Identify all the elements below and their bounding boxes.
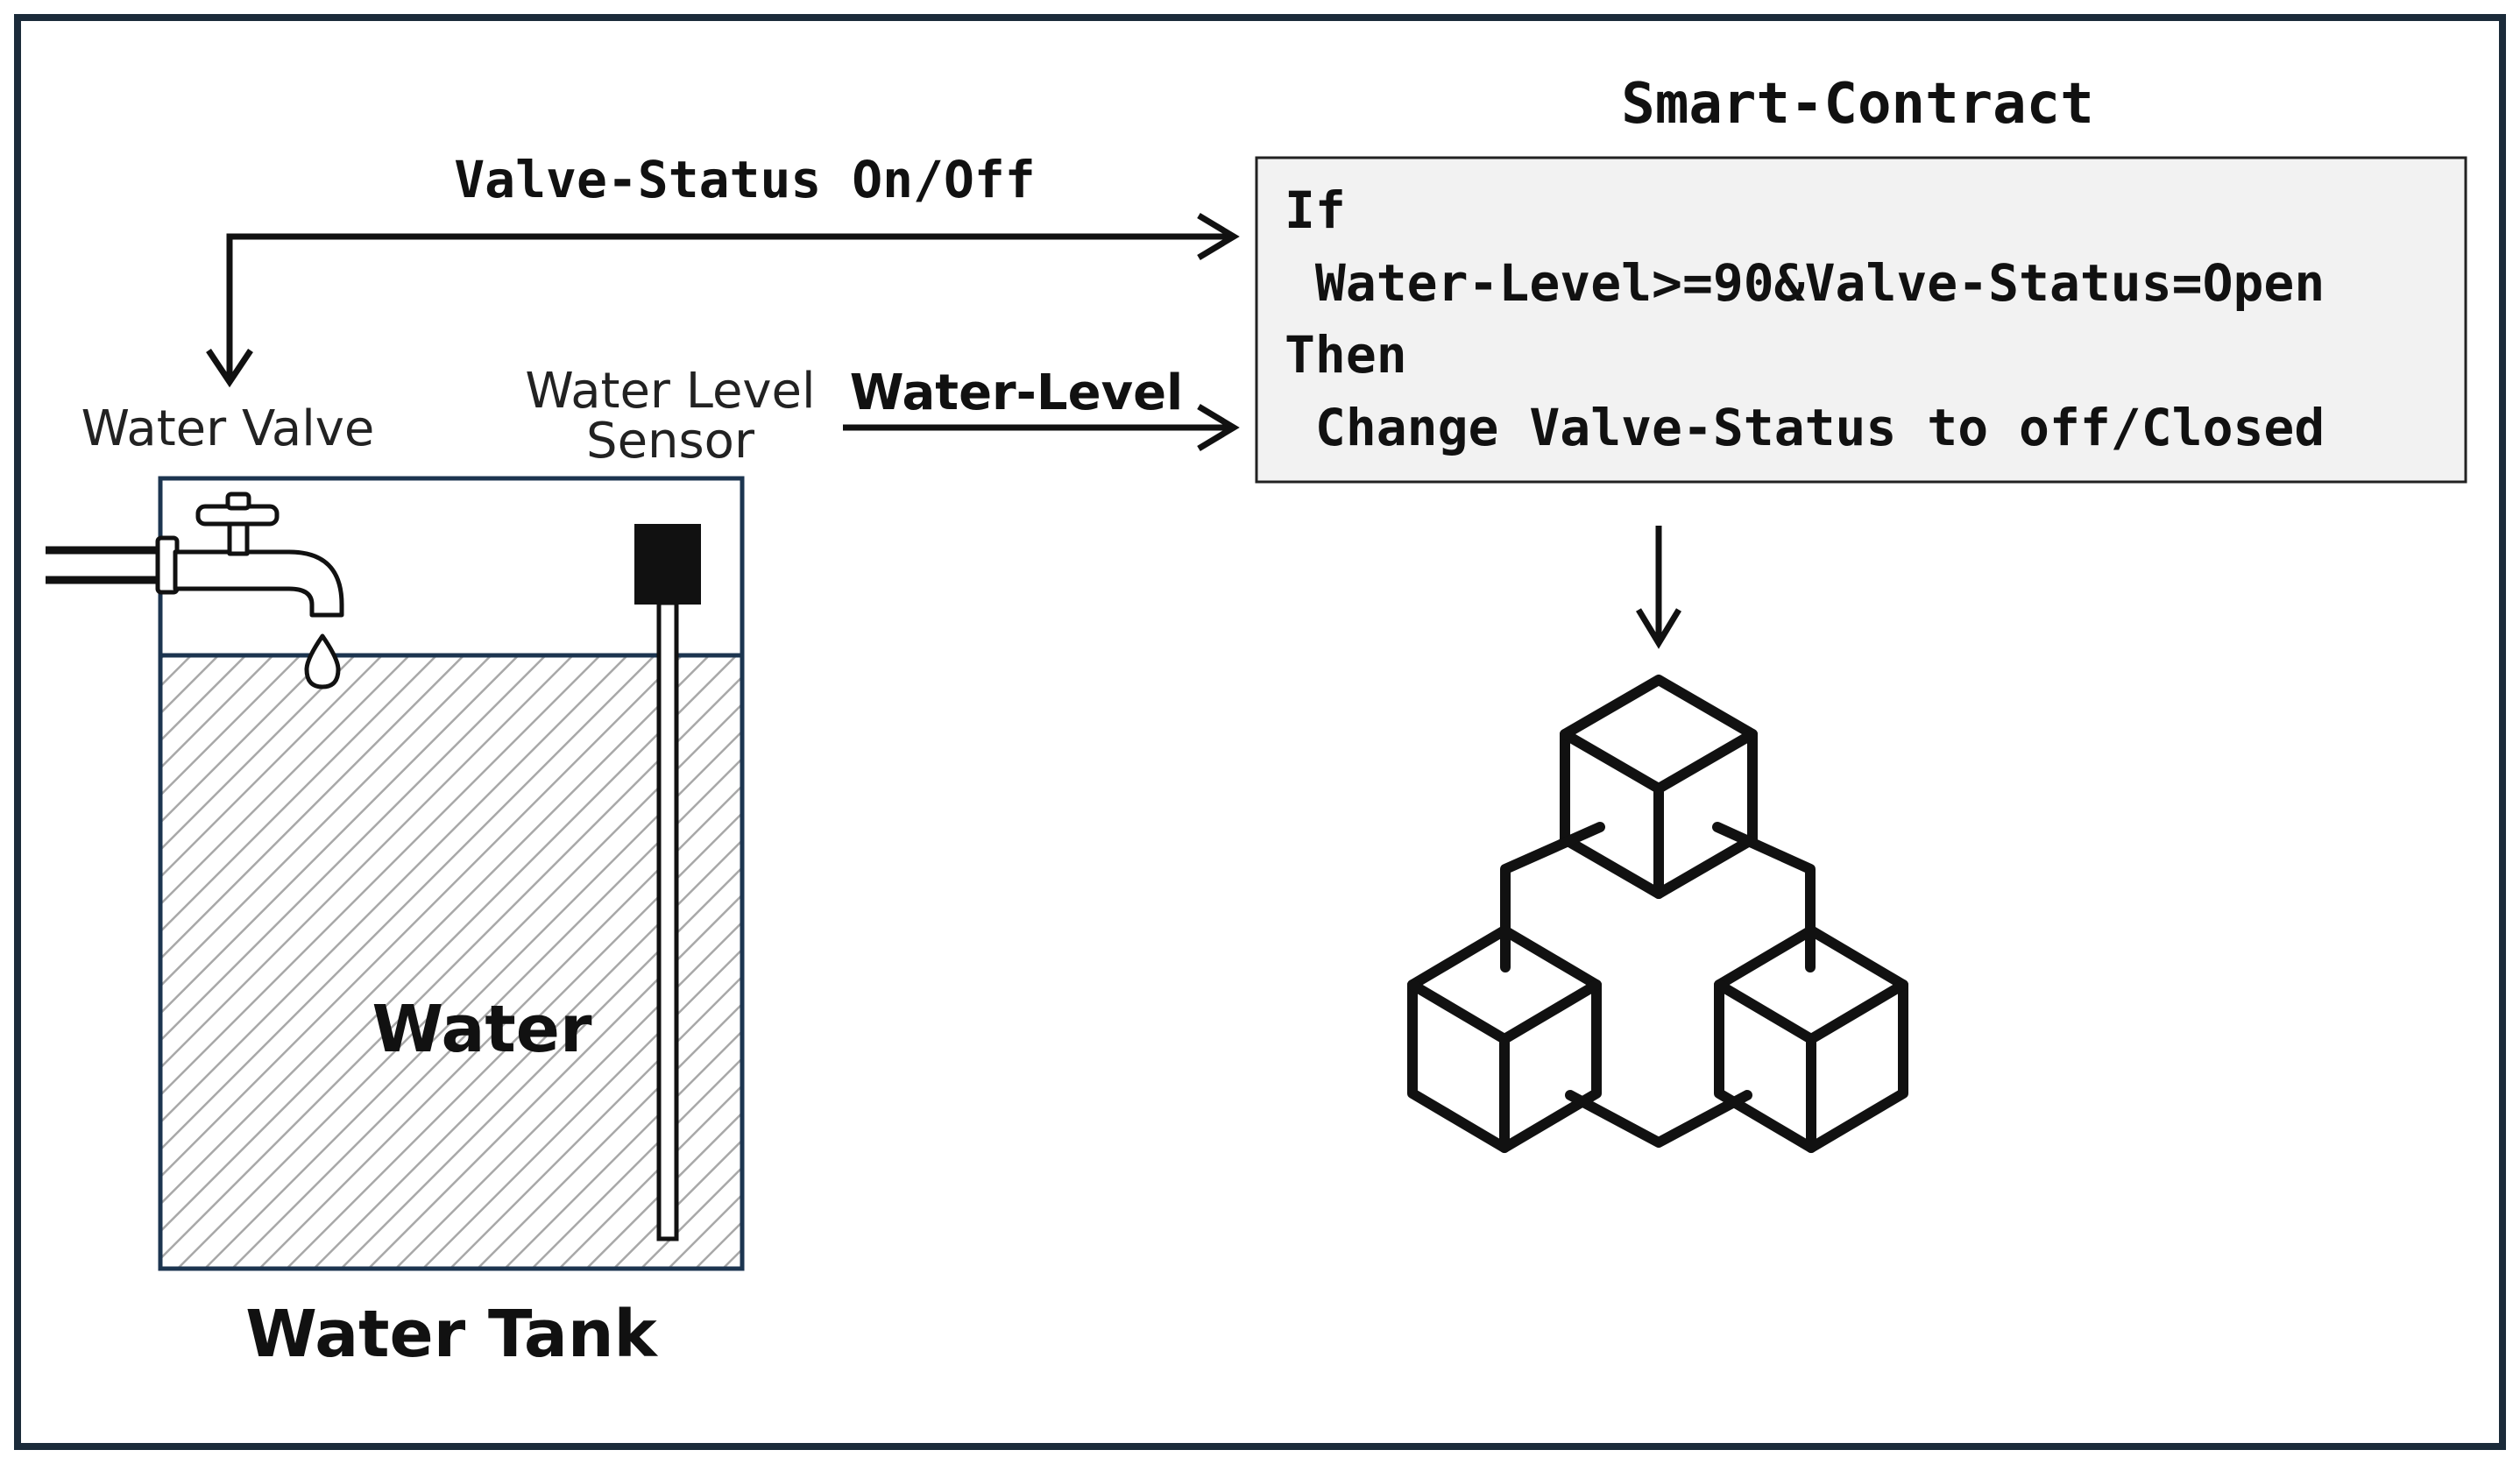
contract-to-chain-arrowhead <box>1636 608 1681 649</box>
faucet-icon <box>46 492 344 690</box>
water-level-arrowhead <box>1197 403 1240 452</box>
level-sensor-icon <box>634 524 701 1241</box>
sensor-label-line2: Sensor <box>586 413 755 470</box>
water-label: Water <box>372 992 592 1067</box>
tank-outline <box>158 476 745 1271</box>
valve-status-arrowhead-right <box>1197 212 1240 261</box>
water-level-label: Water-Level <box>850 364 1184 421</box>
contract-line-condition: Water-Level>=90&Valve-Status=Open <box>1285 253 2325 313</box>
blockchain-cubes-icon <box>1407 675 1908 1153</box>
valve-status-arrow <box>226 233 1234 377</box>
contract-line-action: Change Valve-Status to off/Closed <box>1285 398 2325 457</box>
contract-line-if: If <box>1285 180 1346 240</box>
contract-title: Smart-Contract <box>1621 72 2093 137</box>
valve-label: Water Valve <box>81 400 375 457</box>
contract-line-then: Then <box>1285 325 1407 385</box>
tank-label: Water Tank <box>245 1297 658 1372</box>
tank-water <box>160 655 742 1269</box>
valve-status-arrowhead-down <box>206 349 253 388</box>
contract-box <box>1255 156 2467 484</box>
valve-status-label: Valve-Status On/Off <box>454 150 1035 209</box>
sensor-label-line1: Water Level <box>525 363 815 420</box>
